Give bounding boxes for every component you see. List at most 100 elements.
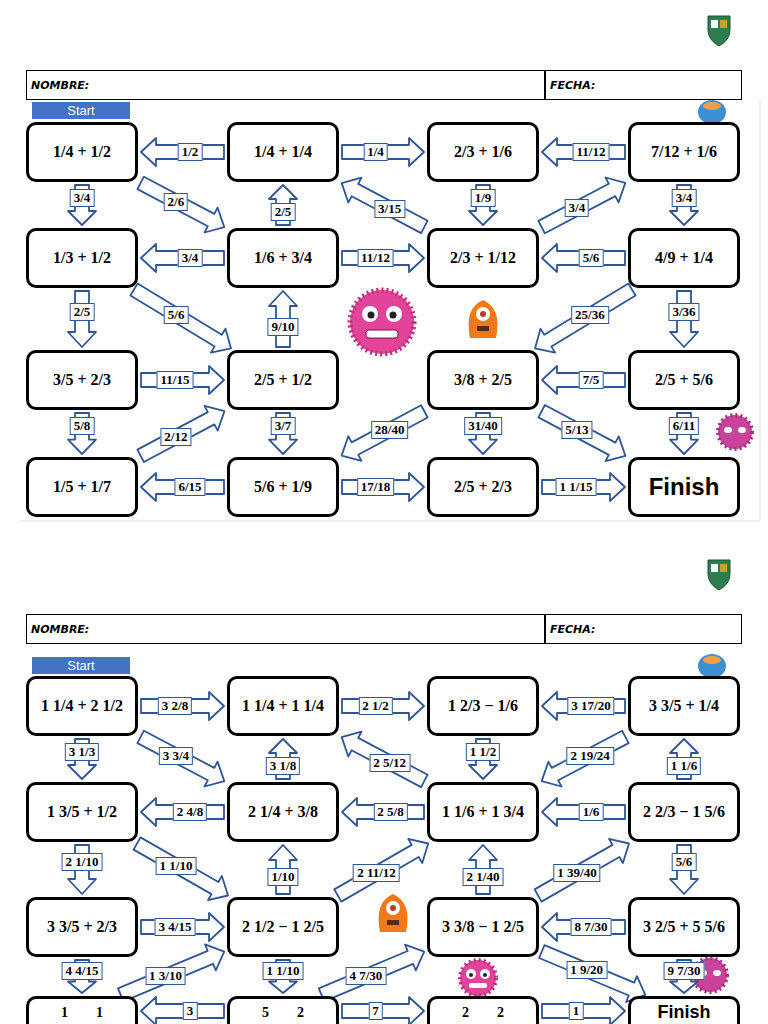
sum-box: 1/4 + 1/4: [227, 122, 339, 182]
block-arrow: [141, 913, 224, 941]
block-arrow: [542, 366, 625, 394]
block-arrow: [538, 405, 625, 461]
answer-label: 3/4: [672, 189, 697, 207]
finish-box: Finish: [628, 996, 740, 1024]
answer-label: 1 1/2: [466, 743, 500, 761]
monster-eye: [724, 427, 732, 433]
orange-cyclops-monster: [379, 894, 408, 932]
box-text: Finish: [658, 1002, 711, 1023]
box-text: 2: [297, 1005, 304, 1021]
monster-mouth: [477, 326, 489, 331]
school-crest: [708, 16, 730, 46]
answer-label: 4 7/30: [346, 967, 387, 985]
monster-eye: [476, 307, 490, 321]
monster-pupil: [480, 311, 486, 317]
box-text: 2/3 + 1/12: [450, 249, 516, 267]
monster-hat: [703, 102, 721, 110]
answer-label: 3 2/8: [158, 697, 192, 715]
monster-hat: [703, 656, 721, 664]
pink-small-monster: [718, 415, 752, 449]
monster-body: [718, 415, 752, 449]
box-text: 3 2/5 + 5 5/6: [643, 918, 725, 936]
answer-label: 1/9: [471, 189, 496, 207]
pink-fuzzy-monster: [350, 290, 414, 354]
sum-box: 1/4 + 1/2: [26, 122, 138, 182]
sum-box: 52: [227, 996, 339, 1024]
answer-label: 6/15: [174, 478, 205, 496]
field-label: FECHA:: [550, 623, 595, 636]
sum-box: 2/5 + 2/3: [427, 457, 539, 517]
answer-label: 17/18: [357, 478, 395, 496]
sum-box: 2/3 + 1/12: [427, 228, 539, 288]
block-arrow: [141, 692, 224, 720]
orange-cyclops-monster: [469, 300, 498, 338]
block-arrow: [137, 731, 224, 787]
answer-label: 5/13: [561, 421, 592, 439]
block-arrow: [68, 291, 96, 347]
crest-shield: [708, 560, 730, 590]
sum-box: 3/5 + 2/3: [26, 350, 138, 410]
block-arrow: [141, 366, 224, 394]
box-text: 1 1/4 + 1 1/4: [242, 697, 324, 715]
blue-monster: [698, 654, 726, 678]
sum-box: 1/6 + 3/4: [227, 228, 339, 288]
block-arrow: [269, 413, 297, 454]
answer-label: 1 1/10: [263, 962, 304, 980]
block-arrow: [542, 244, 625, 272]
answer-label: 1/2: [178, 143, 203, 161]
start-label: Start: [67, 103, 94, 118]
sum-box: 1 1/4 + 1 1/4: [227, 676, 339, 736]
block-arrow: [539, 945, 645, 1002]
block-arrow: [342, 732, 428, 787]
sum-box: 1 2/3 − 1/6: [427, 676, 539, 736]
monster-teeth: [366, 330, 398, 338]
monster-teeth: [469, 983, 487, 988]
answer-label: 5/8: [70, 417, 95, 435]
answer-label: 1: [569, 1002, 584, 1020]
answer-label: 28/40: [371, 421, 409, 439]
box-text: 2 1/4 + 3/8: [248, 803, 318, 821]
box-text: 1/5 + 1/7: [53, 478, 111, 496]
sum-box: 22: [427, 996, 539, 1024]
answer-label: 2 4/8: [173, 803, 207, 821]
sum-box: 1 1/6 + 1 3/4: [427, 782, 539, 842]
box-text: 3 3/8 − 1 2/5: [442, 918, 524, 936]
answer-label: 3/15: [374, 200, 405, 218]
sum-box: 1/3 + 1/2: [26, 228, 138, 288]
answer-label: 7/5: [579, 371, 604, 389]
blue-monster: [698, 100, 726, 124]
box-text: 5: [262, 1005, 269, 1021]
field-label: NOMBRE:: [31, 79, 89, 92]
block-arrow: [670, 185, 698, 225]
answer-label: 2/5: [70, 303, 95, 321]
box-text: 7/12 + 1/6: [651, 143, 717, 161]
block-arrow: [342, 178, 428, 233]
crest-quarter: [720, 20, 727, 28]
field-label: NOMBRE:: [31, 623, 89, 636]
box-text: 1/3 + 1/2: [53, 249, 111, 267]
sum-box: 2/5 + 1/2: [227, 350, 339, 410]
monster-eye: [713, 970, 721, 976]
school-crest: [708, 560, 730, 590]
box-text: 1: [61, 1005, 68, 1021]
monster-body: [469, 300, 498, 338]
monster-pupil: [469, 973, 473, 977]
sum-box: 2/3 + 1/6: [427, 122, 539, 182]
box-text: 1 1/4 + 2 1/2: [41, 697, 123, 715]
box-text: 1 2/3 − 1/6: [448, 697, 518, 715]
answer-label: 5/6: [672, 853, 697, 871]
answer-label: 2 1/10: [62, 853, 103, 871]
crest-quarter: [711, 20, 718, 28]
block-arrow: [342, 473, 424, 501]
sum-box: 2 1/2 − 1 2/5: [227, 897, 339, 957]
monster-eye: [362, 306, 378, 322]
monster-pupil: [390, 905, 396, 911]
name-field: NOMBRE:: [26, 70, 545, 100]
answer-label: 11/12: [357, 249, 394, 267]
sum-box: 3 3/8 − 1 2/5: [427, 897, 539, 957]
sum-box: 3 2/5 + 5 5/6: [628, 897, 740, 957]
monster-eye: [466, 969, 476, 979]
monster-body: [379, 894, 408, 932]
block-arrow: [542, 731, 629, 787]
box-text: 3/5 + 2/3: [53, 371, 111, 389]
